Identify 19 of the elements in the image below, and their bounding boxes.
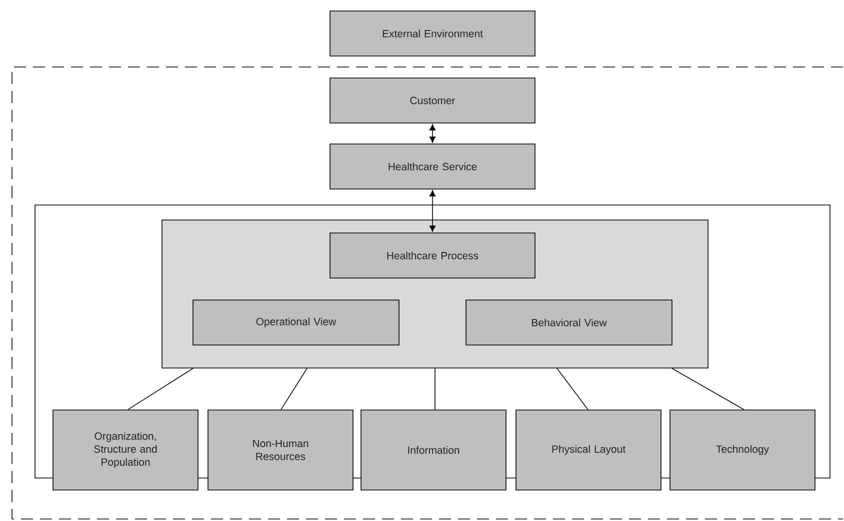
process-box: Physical Layout <box>516 410 662 490</box>
connector-line <box>672 368 744 410</box>
process-box: Behavioral View <box>466 300 672 346</box>
connector-line <box>128 368 194 410</box>
process-box: Technology <box>670 410 816 490</box>
environment-boundary <box>12 66 844 520</box>
process-box: Information <box>360 410 506 490</box>
double-arrow <box>429 124 436 143</box>
process-box: Operational View <box>192 300 400 346</box>
process-box: Organization, Structure and Population <box>52 410 198 490</box>
process-box: Healthcare Service <box>330 144 536 190</box>
double-arrow <box>429 190 436 232</box>
connector-line <box>434 368 436 410</box>
process-box: External Environment <box>330 10 536 56</box>
process-box: Non-Human Resources <box>208 410 354 490</box>
process-box: Customer <box>330 78 536 124</box>
connector-line <box>556 368 588 410</box>
process-box: Healthcare Process <box>330 232 536 278</box>
connector-line <box>280 368 308 410</box>
